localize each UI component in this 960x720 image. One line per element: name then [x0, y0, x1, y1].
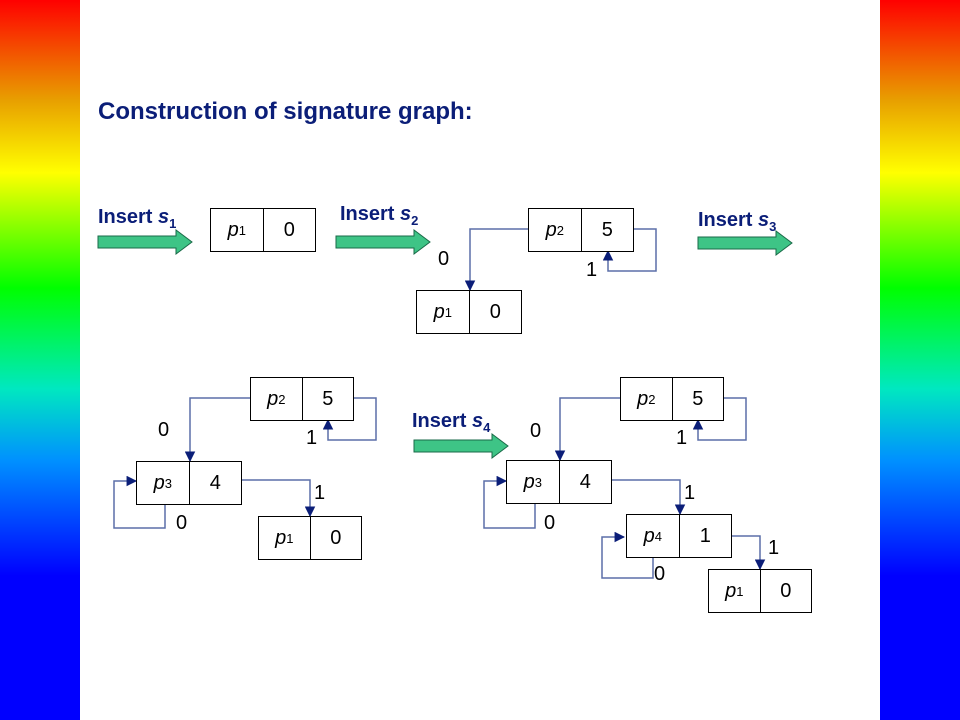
insert-label-s1: Insert s1 [98, 206, 177, 231]
edge-label-g4-p3-p4: 1 [684, 482, 696, 504]
insert-label-s4: Insert s4 [412, 410, 491, 435]
edge-g4-p4-p1 [730, 535, 766, 571]
edge-g4-p2-p3 [554, 397, 620, 462]
edge-g4-p3-p4 [610, 479, 686, 516]
edge-label-g3-loop-p3: 0 [176, 512, 188, 534]
edge-label-g3-p2-p3: 0 [158, 419, 170, 441]
insert-label-s3: Insert s3 [698, 209, 777, 234]
insert-arrow-1 [97, 229, 193, 255]
loop-g4-p4 [601, 531, 654, 579]
loop-g4-p2 [692, 397, 747, 441]
edge-label-g4-loop-p3: 0 [544, 512, 556, 534]
left-gradient-bar [0, 0, 80, 720]
page-title: Construction of signature graph: [98, 98, 473, 125]
edge-label-g4-p4-p1: 1 [768, 537, 780, 559]
edge-g2-p2-p1 [464, 228, 528, 292]
right-gradient-bar [880, 0, 960, 720]
edge-label-g2-p2-p1: 0 [438, 248, 450, 270]
insert-label-s2: Insert s2 [340, 203, 419, 228]
insert-arrow-3 [697, 230, 793, 256]
edge-label-g2-loop-p2: 1 [586, 259, 598, 281]
loop-g3-p3 [113, 475, 166, 529]
edge-label-g4-loop-p4: 0 [654, 563, 666, 585]
loop-g3-p2 [322, 397, 377, 441]
edge-g3-p2-p3 [184, 397, 250, 463]
insert-arrow-2 [335, 229, 431, 255]
insert-arrow-4 [413, 433, 509, 459]
edge-label-g3-p3-p1: 1 [314, 482, 326, 504]
edge-label-g4-p2-p3: 0 [530, 420, 542, 442]
loop-g2-p2 [602, 228, 657, 272]
edge-label-g3-loop-p2: 1 [306, 427, 318, 449]
edge-label-g4-loop-p2: 1 [676, 427, 688, 449]
edge-g3-p3-p1 [240, 479, 316, 518]
loop-g4-p3 [483, 475, 536, 529]
